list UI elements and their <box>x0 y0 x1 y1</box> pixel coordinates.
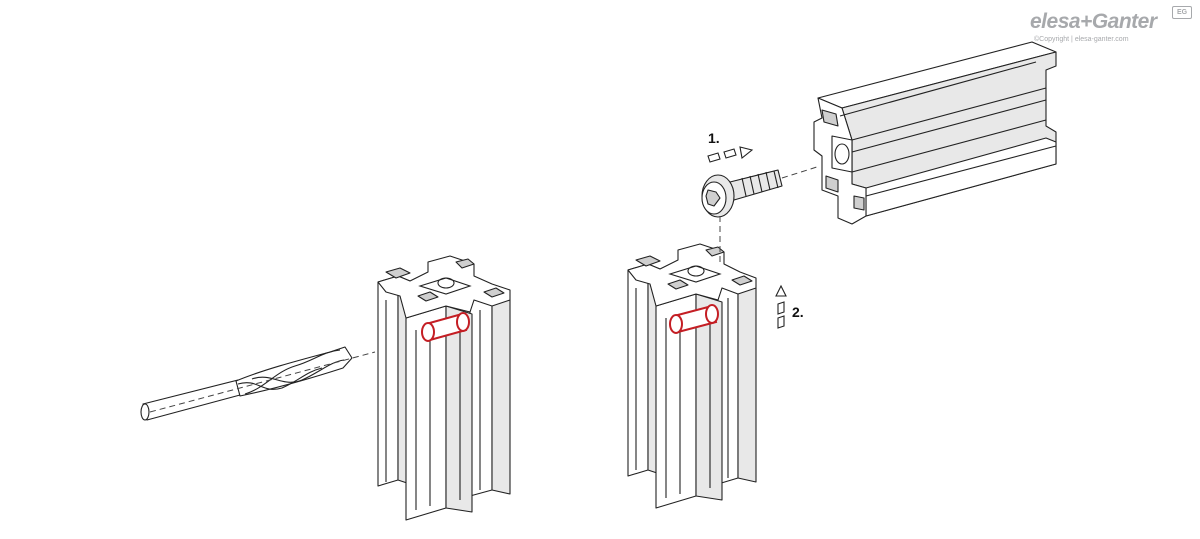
copyright-text: ©Copyright | elesa-ganter.com <box>1034 36 1129 43</box>
step-1-label: 1. <box>708 130 720 146</box>
profile-horizontal <box>813 41 1057 225</box>
screw <box>701 169 783 218</box>
brand-logo: elesa+Ganter EG ©Copyright | elesa-gante… <box>1030 6 1195 48</box>
step-2-label: 2. <box>792 304 804 320</box>
profile-left <box>377 255 511 521</box>
brand-name: elesa+Ganter <box>1030 10 1157 33</box>
arrow-step-2 <box>775 284 787 329</box>
arrow-step-1 <box>707 146 754 163</box>
alignment-line-horizontal <box>781 165 821 179</box>
drill-bit <box>140 346 376 421</box>
brand-badge: EG <box>1172 6 1192 19</box>
profile-right <box>627 243 757 509</box>
